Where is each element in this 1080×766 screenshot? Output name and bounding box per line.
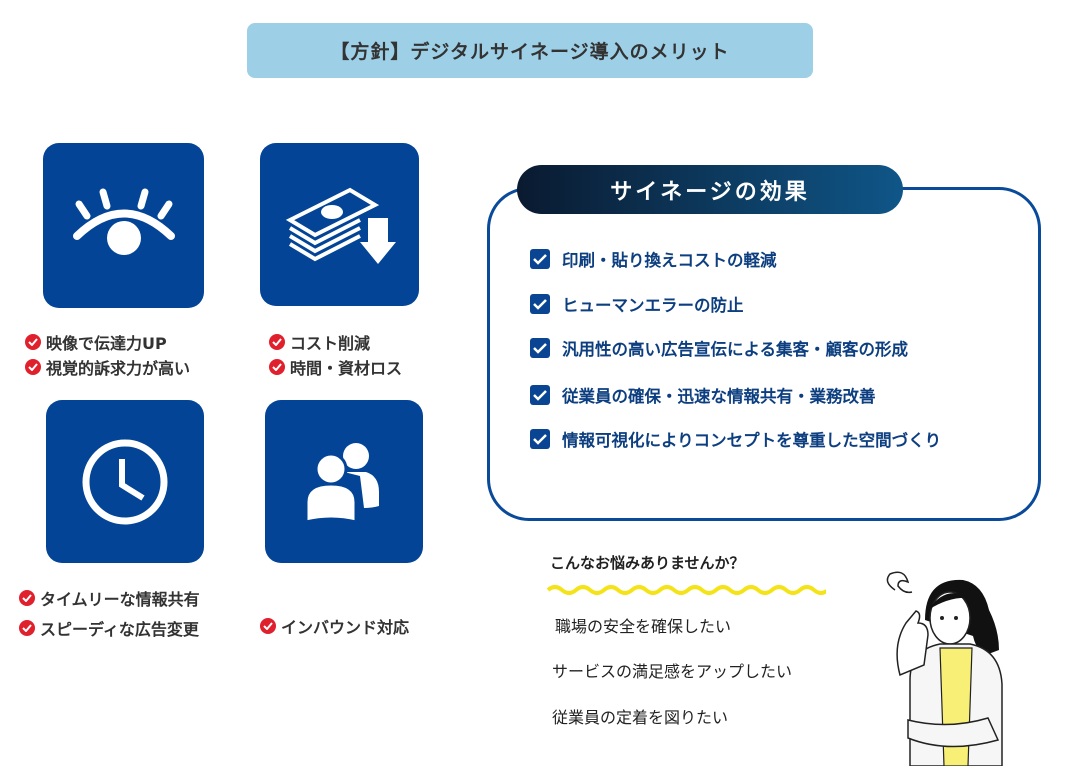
eye-tile	[43, 143, 204, 308]
tile-label: コスト削減	[269, 330, 370, 354]
checkbox-icon	[530, 338, 550, 358]
effects-heading: サイネージの効果	[517, 165, 903, 214]
clock-tile	[46, 400, 204, 563]
worried-woman-illustration	[886, 571, 1003, 766]
check-circle-icon	[19, 590, 35, 606]
check-circle-icon	[260, 618, 276, 634]
tile-label: インバウンド対応	[260, 614, 409, 638]
eye-icon	[72, 188, 175, 255]
check-circle-icon	[19, 620, 35, 636]
effect-item: ヒューマンエラーの防止	[530, 292, 744, 316]
clock-icon	[82, 439, 168, 524]
tile-label: タイムリーな情報共有	[19, 586, 200, 610]
checkbox-icon	[530, 385, 550, 405]
wavy-underline	[546, 585, 826, 595]
money-down-icon	[285, 187, 396, 264]
tile-label: 時間・資材ロス	[269, 355, 402, 379]
tile-label: スピーディな広告変更	[19, 616, 199, 640]
checkbox-icon	[530, 294, 550, 314]
checkbox-icon	[530, 249, 550, 269]
tile-label: 視覚的訴求力が高い	[25, 355, 190, 379]
tile-label: 映像で伝達力UP	[25, 330, 167, 354]
money-tile	[260, 143, 419, 306]
effect-item: 情報可視化によりコンセプトを尊重した空間づくり	[530, 427, 941, 451]
check-circle-icon	[25, 334, 41, 350]
effect-item: 従業員の確保・迅速な情報共有・業務改善	[530, 383, 876, 407]
check-circle-icon	[269, 334, 285, 350]
effect-item: 印刷・貼り換えコストの軽減	[530, 247, 777, 271]
worries-heading: こんなお悩みありませんか？	[550, 554, 745, 572]
worry-item: 職場の安全を確保したい	[555, 617, 732, 636]
check-circle-icon	[269, 359, 285, 375]
users-tile	[265, 400, 423, 563]
worry-item: 従業員の定着を図りたい	[552, 708, 729, 727]
check-circle-icon	[25, 359, 41, 375]
users-icon	[304, 442, 379, 522]
page-title: 【方針】デジタルサイネージ導入のメリット	[247, 23, 813, 78]
worry-item: サービスの満足感をアップしたい	[552, 662, 793, 681]
checkbox-icon	[530, 429, 550, 449]
effect-item: 汎用性の高い広告宣伝による集客・顧客の形成	[530, 336, 908, 360]
